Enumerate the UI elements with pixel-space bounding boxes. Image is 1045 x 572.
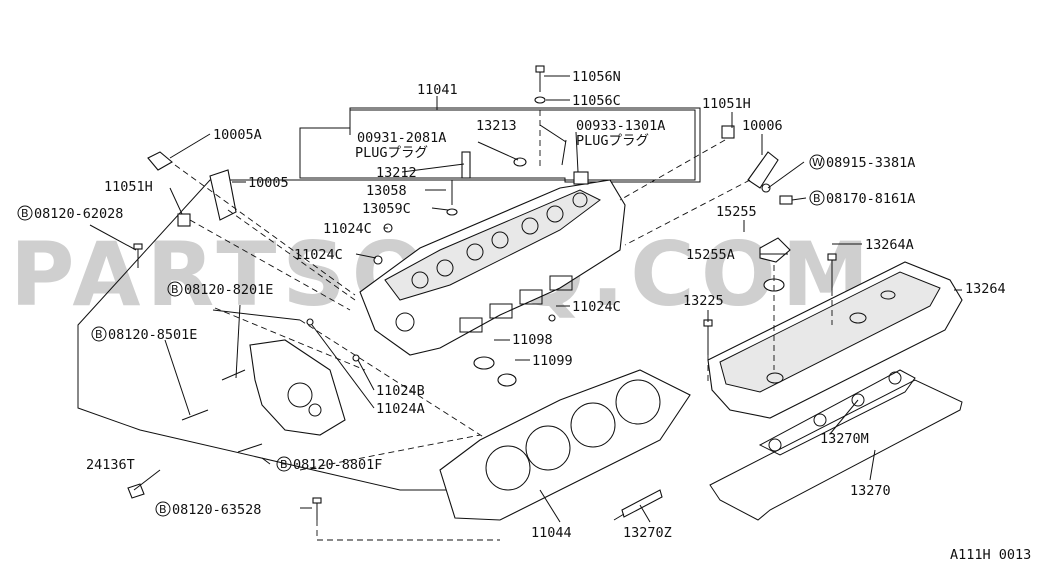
part-label-10005a[interactable]: 10005A: [213, 127, 262, 143]
front-cover: [249, 339, 346, 436]
part-label-15255[interactable]: 15255: [716, 204, 757, 220]
part-label-13213[interactable]: 13213: [476, 118, 517, 134]
prefix-letters: B B B B B W B: [21, 156, 823, 516]
part-label-13264a[interactable]: 13264A: [865, 237, 914, 253]
plug-note-1: PLUGプラグ: [355, 145, 428, 161]
part-label-08915-3381a[interactable]: 08915-3381A: [826, 155, 915, 171]
bolt-mark: B: [280, 458, 288, 471]
part-label-13058[interactable]: 13058: [366, 183, 407, 199]
part-label-13270[interactable]: 13270: [850, 483, 891, 499]
part-label-08120-63528[interactable]: 08120-63528: [172, 502, 261, 518]
rocker-cover-gasket: [709, 379, 963, 521]
part-label-00933-1301a[interactable]: 00933-1301A: [576, 118, 665, 134]
bolt-mark: B: [95, 328, 103, 341]
part-label-13225[interactable]: 13225: [683, 293, 724, 309]
washer-mark: W: [812, 156, 823, 169]
part-label-11024a[interactable]: 11024A: [376, 401, 425, 417]
spark-plug-gasket-set: [758, 369, 916, 456]
part-label-08120-8501e[interactable]: 08120-8501E: [108, 327, 197, 343]
part-label-11024c-c[interactable]: 11024C: [572, 299, 621, 315]
part-label-15255a[interactable]: 15255A: [686, 247, 735, 263]
part-label-24136t[interactable]: 24136T: [86, 457, 135, 473]
assembly-outline-main: [77, 109, 696, 491]
part-label-11056n[interactable]: 11056N: [572, 69, 621, 85]
cylinder-head: [359, 179, 626, 356]
part-label-11098[interactable]: 11098: [512, 332, 553, 348]
bolt-mark: B: [813, 192, 821, 205]
sealant-tube: [613, 489, 663, 521]
part-label-13270m[interactable]: 13270M: [820, 431, 869, 447]
bolt-mark: B: [21, 207, 29, 220]
part-label-08170-8161a[interactable]: 08170-8161A: [826, 191, 915, 207]
part-label-11051h-left[interactable]: 11051H: [104, 179, 153, 195]
part-label-11056c[interactable]: 11056C: [572, 93, 621, 109]
part-label-11024c-a[interactable]: 11024C: [323, 221, 372, 237]
part-label-11044[interactable]: 11044: [531, 525, 572, 541]
part-label-13270z[interactable]: 13270Z: [623, 525, 672, 541]
part-label-11099[interactable]: 11099: [532, 353, 573, 369]
part-label-11024c-b[interactable]: 11024C: [294, 247, 343, 263]
part-label-08120-8801f[interactable]: 08120-8801F: [293, 457, 382, 473]
part-label-13059c[interactable]: 13059C: [362, 201, 411, 217]
part-label-11051h-top[interactable]: 11051H: [702, 96, 751, 112]
rocker-cover: [707, 261, 963, 419]
part-label-11024b[interactable]: 11024B: [376, 383, 425, 399]
assembly-dashed-lines: [174, 110, 833, 541]
part-label-08120-62028[interactable]: 08120-62028: [34, 206, 123, 222]
part-label-10006[interactable]: 10006: [742, 118, 783, 134]
assembly-outline: [299, 107, 701, 183]
bolt-mark: B: [171, 283, 179, 296]
prefix-circles: [17, 154, 825, 517]
part-labels: 11041 11056N 11056C 11051H 10006 10005A …: [34, 69, 1031, 563]
part-label-11041[interactable]: 11041: [417, 82, 458, 98]
part-label-00931-2081a[interactable]: 00931-2081A: [357, 130, 446, 146]
drawing-code: A111H 0013: [950, 547, 1031, 563]
part-label-08120-8201e[interactable]: 08120-8201E: [184, 282, 273, 298]
bolt-mark: B: [159, 503, 167, 516]
head-gasket: [439, 369, 691, 521]
part-label-13264[interactable]: 13264: [965, 281, 1006, 297]
part-label-10005[interactable]: 10005: [248, 175, 289, 191]
part-label-13212[interactable]: 13212: [376, 165, 417, 181]
small-parts: [127, 65, 837, 520]
plug-note-2: PLUGプラグ: [576, 133, 649, 149]
leader-lines: [89, 75, 962, 523]
